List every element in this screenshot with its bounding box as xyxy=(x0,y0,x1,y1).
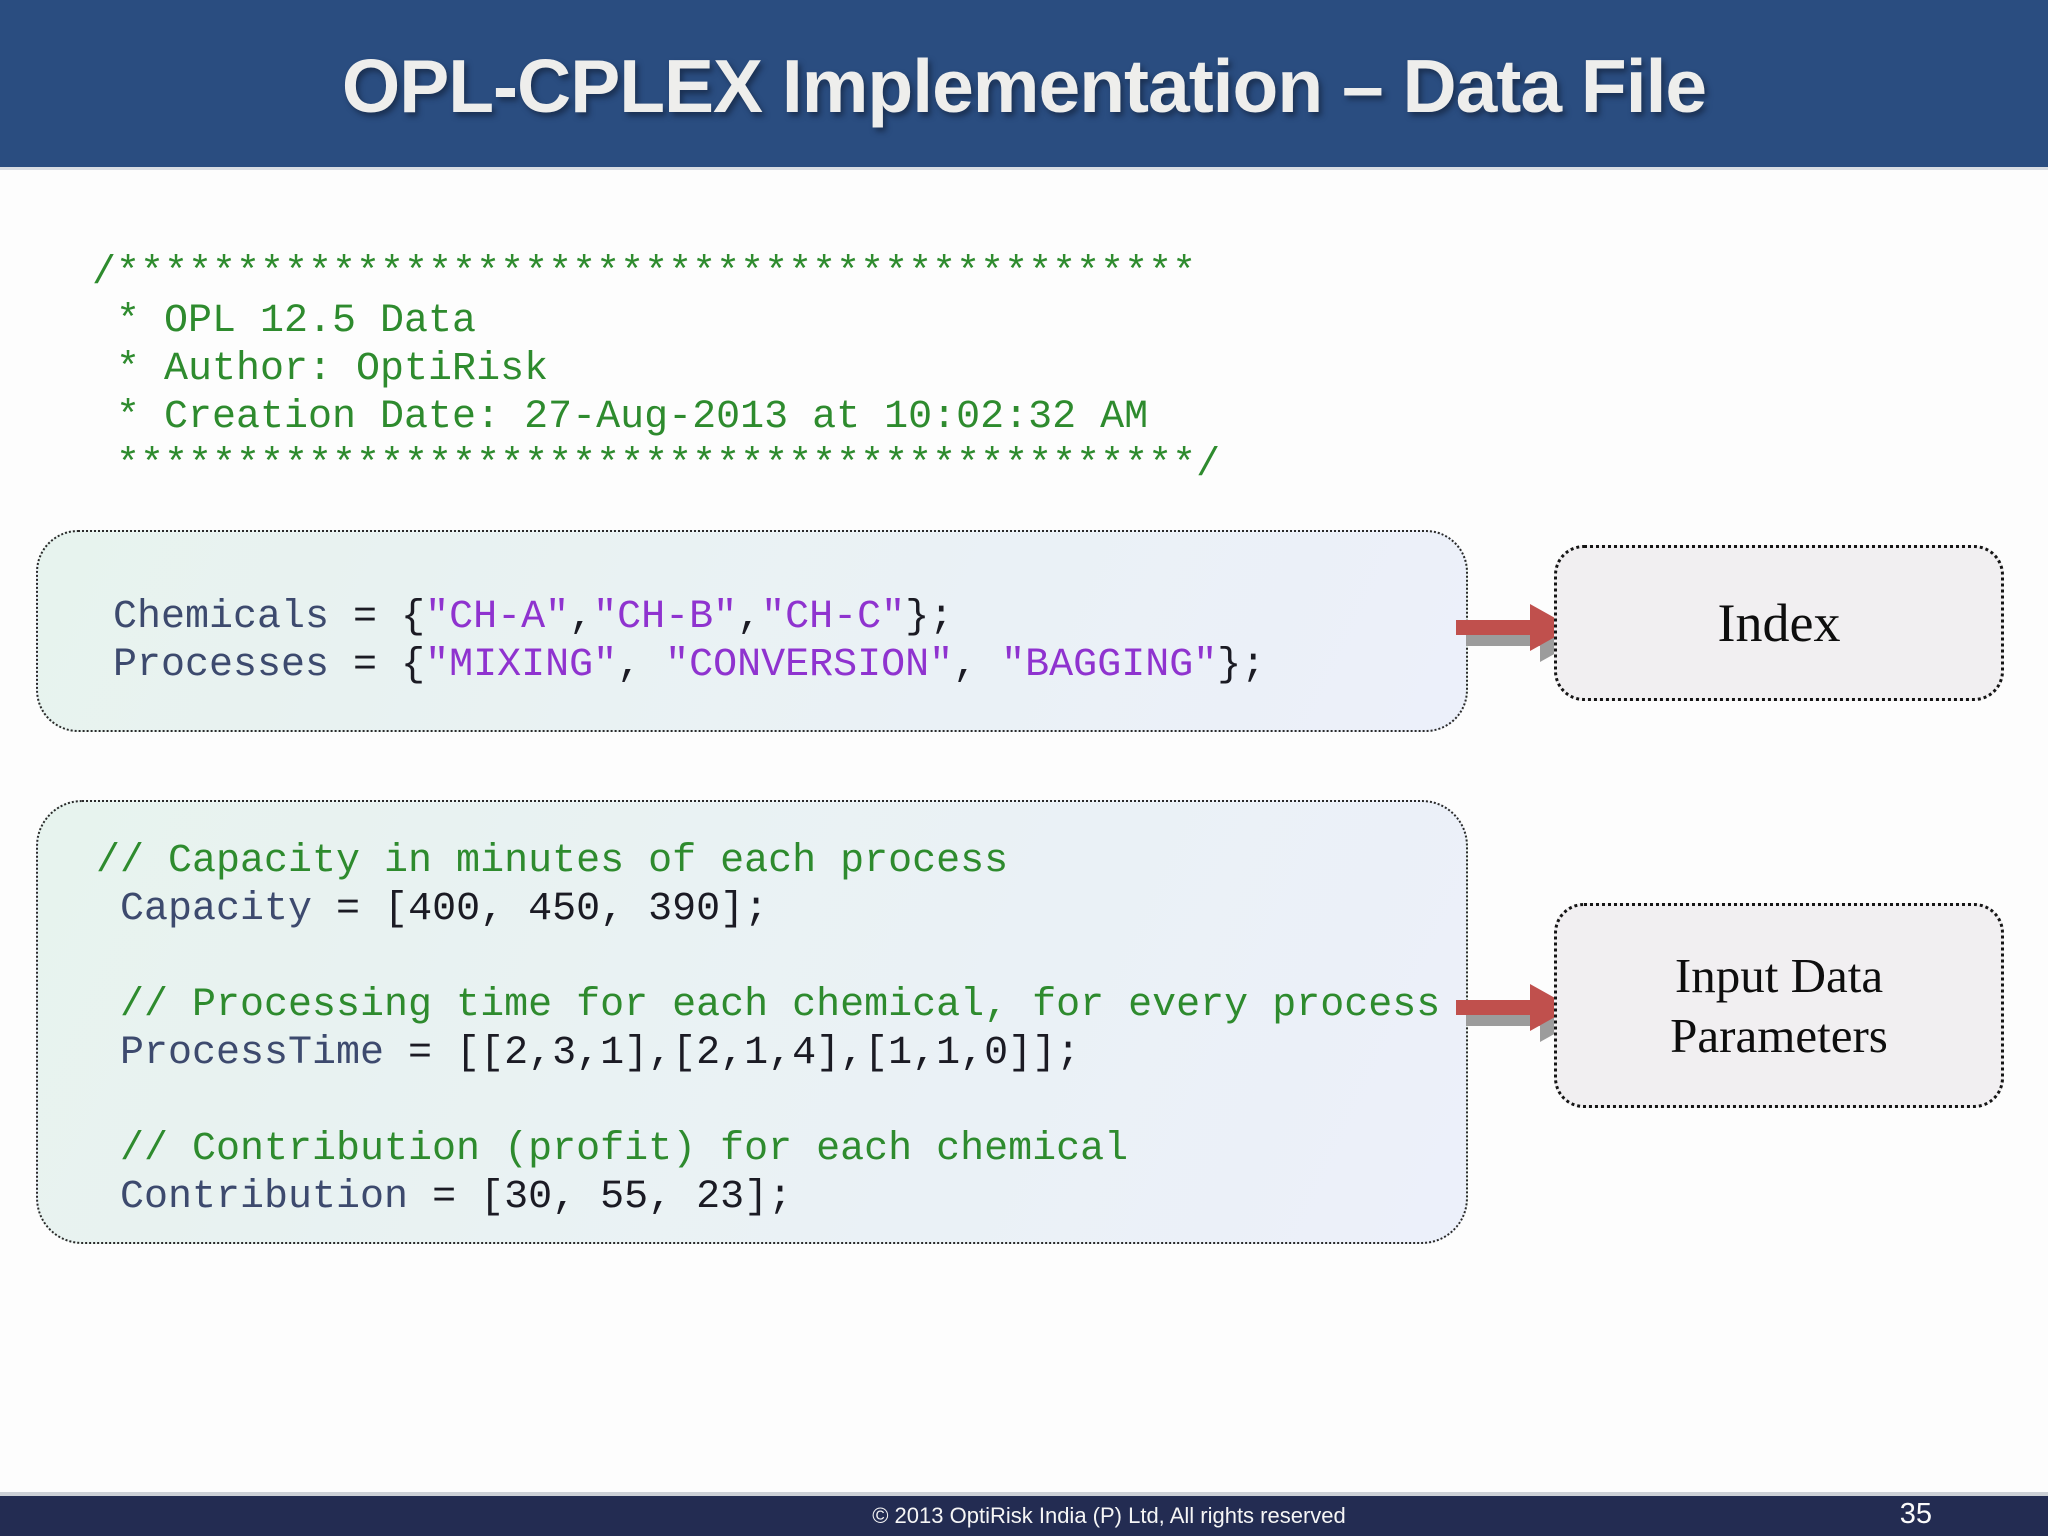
code-token: = { xyxy=(329,595,426,640)
footer-divider xyxy=(0,1492,2048,1496)
code-line: /***************************************… xyxy=(92,250,1220,298)
code-line: // Capacity in minutes of each process xyxy=(96,838,1466,886)
arrow-body xyxy=(1456,604,1572,651)
code-line: Chemicals = {"CH-A","CH-B","CH-C"}; xyxy=(113,594,1466,642)
code-token: Chemicals xyxy=(113,595,330,640)
code-token: Capacity xyxy=(96,887,313,932)
code-token: = [[2,3,1],[2,1,4],[1,1,0]]; xyxy=(384,1031,1081,1076)
copyright-text: © 2013 OptiRisk India (P) Ltd, All right… xyxy=(872,1503,1346,1528)
arrow-body xyxy=(1456,984,1572,1031)
code-token: = { xyxy=(329,643,426,688)
code-token: = [30, 55, 23]; xyxy=(408,1175,793,1220)
code-token: // Processing time for each chemical, fo… xyxy=(96,983,1441,1028)
code-token: , xyxy=(953,643,1002,688)
code-token: "CH-A" xyxy=(425,595,570,640)
header-bar: OPL-CPLEX Implementation – Data File xyxy=(0,0,2048,170)
params-label-line1: Input Data xyxy=(1674,947,1884,1003)
file-header-comment: /***************************************… xyxy=(92,250,1220,490)
footer-bar: © 2013 OptiRisk India (P) Ltd, All right… xyxy=(0,1496,2048,1536)
code-token: "MIXING" xyxy=(425,643,618,688)
code-token: // Contribution (profit) for each chemic… xyxy=(96,1127,1129,1172)
slide-title: OPL-CPLEX Implementation – Data File xyxy=(341,43,1707,128)
code-token: // Capacity in minutes of each process xyxy=(96,839,1009,884)
code-line: * Creation Date: 27-Aug-2013 at 10:02:32… xyxy=(92,394,1220,442)
code-line: // Processing time for each chemical, fo… xyxy=(96,982,1466,1030)
index-code-box: Chemicals = {"CH-A","CH-B","CH-C"};Proce… xyxy=(36,530,1468,732)
code-token: , xyxy=(617,643,666,688)
code-token: "BAGGING" xyxy=(1001,643,1218,688)
code-token: * Creation Date: 27-Aug-2013 at 10:02:32… xyxy=(92,395,1149,440)
code-token: * OPL 12.5 Data xyxy=(92,299,477,344)
code-line: ProcessTime = [[2,3,1],[2,1,4],[1,1,0]]; xyxy=(96,1030,1466,1078)
code-line: // Contribution (profit) for each chemic… xyxy=(96,1126,1466,1174)
code-line: * OPL 12.5 Data xyxy=(92,298,1220,346)
params-label-line2: Parameters xyxy=(1670,1007,1888,1063)
params-label-box: Input Data Parameters xyxy=(1554,903,2004,1108)
code-token: ****************************************… xyxy=(92,443,1221,488)
index-label-box: Index xyxy=(1554,545,2004,701)
code-line: Capacity = [400, 450, 390]; xyxy=(96,886,1466,934)
code-line xyxy=(96,934,1466,982)
code-line: ****************************************… xyxy=(92,442,1220,490)
code-line xyxy=(96,1078,1466,1126)
code-token: * Author: OptiRisk xyxy=(92,347,549,392)
arrow-to-params-icon xyxy=(1456,984,1582,1042)
code-token: }; xyxy=(1217,643,1266,688)
code-token: ProcessTime xyxy=(96,1031,385,1076)
code-token: "CONVERSION" xyxy=(665,643,954,688)
code-line: Processes = {"MIXING", "CONVERSION", "BA… xyxy=(113,642,1466,690)
code-token: = [400, 450, 390]; xyxy=(312,887,769,932)
code-token: "CH-B" xyxy=(593,595,738,640)
page-number: 35 xyxy=(1899,1498,1932,1530)
code-line: Contribution = [30, 55, 23]; xyxy=(96,1174,1466,1222)
code-token: , xyxy=(737,595,762,640)
index-label: Index xyxy=(1717,593,1841,653)
code-token: , xyxy=(569,595,594,640)
code-token: "CH-C" xyxy=(761,595,906,640)
code-token: }; xyxy=(905,595,954,640)
code-token: /***************************************… xyxy=(92,251,1197,296)
code-token: Processes xyxy=(113,643,330,688)
params-code-box: // Capacity in minutes of each process C… xyxy=(36,800,1468,1244)
code-line: * Author: OptiRisk xyxy=(92,346,1220,394)
code-token: Contribution xyxy=(96,1175,409,1220)
